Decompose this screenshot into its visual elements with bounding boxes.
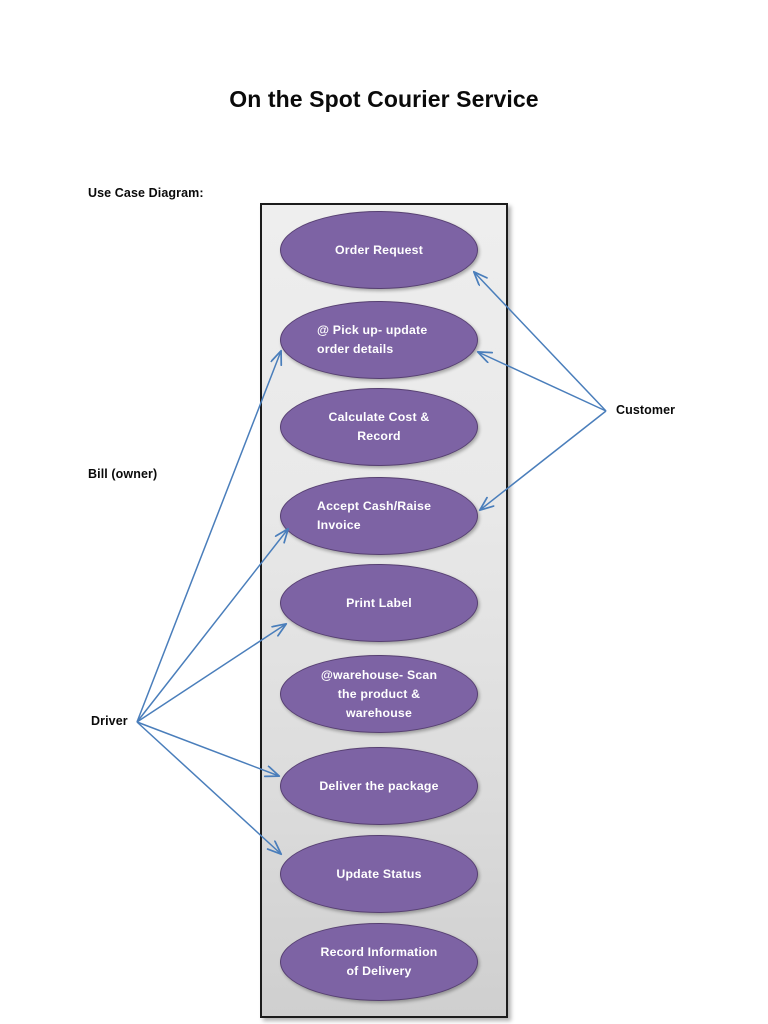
use-case-ellipse[interactable]: Deliver the package [280, 747, 478, 825]
use-case-ellipse[interactable]: @ Pick up- update order details [280, 301, 478, 379]
use-case-label: Order Request [334, 242, 424, 257]
section-caption: Use Case Diagram: [88, 186, 204, 200]
actor-label-driver[interactable]: Driver [91, 714, 128, 728]
use-case-ellipse[interactable]: Update Status [280, 835, 478, 913]
use-case-ellipse[interactable]: Record Information of Delivery [280, 923, 478, 1001]
use-case-label: Print Label [346, 595, 412, 610]
use-case-ellipse[interactable]: Order Request [280, 211, 478, 289]
use-case-ellipse[interactable]: @warehouse- Scan the product & warehouse [280, 655, 478, 733]
actor-label-bill-owner[interactable]: Bill (owner) [88, 467, 158, 481]
use-case-label: @ Pick up- update order details [317, 323, 428, 356]
use-case-ellipse[interactable]: Calculate Cost & Record [280, 388, 478, 466]
use-case-label: Record Information of Delivery [320, 945, 438, 978]
use-case-ellipse[interactable]: Accept Cash/Raise Invoice [280, 477, 478, 555]
use-case-label: Deliver the package [319, 778, 439, 793]
actor-label-customer[interactable]: Customer [616, 403, 676, 417]
use-case-label: Calculate Cost & Record [328, 410, 430, 443]
use-case-label: Accept Cash/Raise Invoice [317, 499, 432, 532]
association-arrow [136, 721, 279, 776]
use-case-label: Update Status [336, 866, 422, 881]
use-case-label: @warehouse- Scan the product & warehouse [320, 667, 438, 720]
use-case-ellipse[interactable]: Print Label [280, 564, 478, 642]
page-title: On the Spot Courier Service [229, 86, 539, 112]
